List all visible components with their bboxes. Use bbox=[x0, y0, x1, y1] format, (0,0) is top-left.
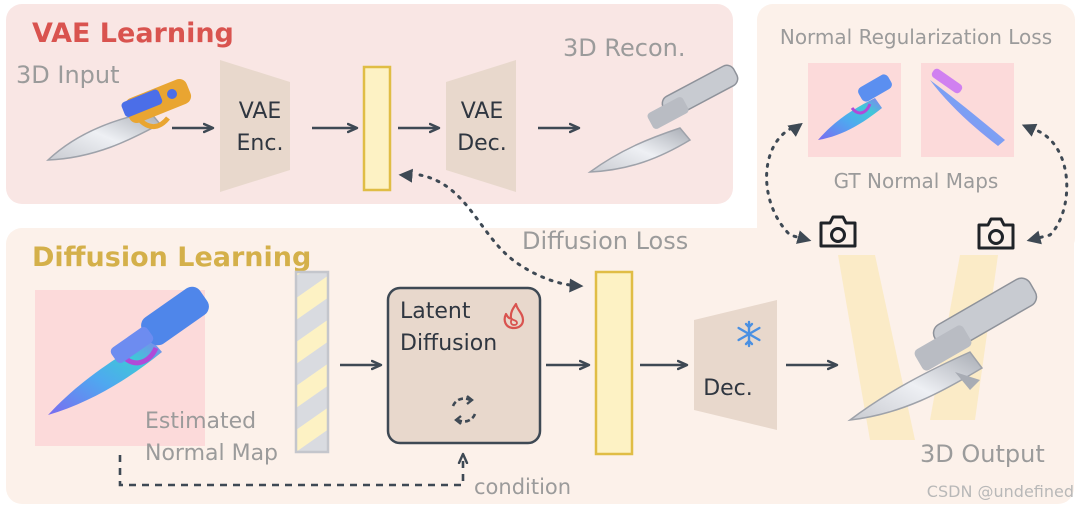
condition-label: condition bbox=[474, 475, 571, 499]
diffusion-decoder-block bbox=[694, 300, 777, 430]
snowflake-icon bbox=[737, 320, 761, 348]
vae-decoder-block bbox=[446, 60, 516, 192]
estimated-label-line1: Estimated bbox=[145, 409, 256, 434]
watermark: CSDN @undefined bbox=[927, 482, 1074, 501]
estimated-label-line2: Normal Map bbox=[145, 441, 278, 466]
diffusion-loss-dotted-link bbox=[418, 173, 584, 293]
output-latent-bar bbox=[594, 270, 634, 456]
diffusion-loss-label: Diffusion Loss bbox=[522, 227, 688, 255]
vae-title: VAE Learning bbox=[32, 18, 234, 49]
vae-encoder-label-line2: Enc. bbox=[237, 131, 284, 156]
recon-knife-image bbox=[587, 64, 739, 173]
latent-diffusion-label-line1: Latent bbox=[400, 299, 471, 324]
vae-decoder-label-line1: VAE bbox=[461, 99, 504, 124]
gt-normal-map-1-image bbox=[818, 74, 892, 140]
vae-encoder-label-line1: VAE bbox=[239, 99, 282, 124]
condition-dashed-path bbox=[118, 455, 463, 487]
dotted-loop-left bbox=[765, 123, 812, 244]
gt-normal-maps-label: GT Normal Maps bbox=[834, 169, 999, 193]
camera-icon-right bbox=[977, 217, 1015, 250]
flame-icon bbox=[503, 302, 525, 330]
dotted-loop-right bbox=[1026, 126, 1069, 245]
diffusion-title: Diffusion Learning bbox=[32, 242, 311, 273]
regularization-title: Normal Regularization Loss bbox=[780, 25, 1052, 49]
estimated-normal-map-image bbox=[48, 286, 209, 415]
latent-diffusion-label-line2: Diffusion bbox=[400, 331, 497, 356]
input-knife-image bbox=[46, 78, 192, 161]
cycle-icon bbox=[451, 395, 477, 425]
recon-label: 3D Recon. bbox=[563, 34, 685, 62]
noisy-latent-bar bbox=[294, 270, 330, 454]
vae-decoder-label-line2: Dec. bbox=[457, 131, 507, 156]
vae-latent-bar bbox=[362, 65, 392, 192]
output-knife-image bbox=[847, 277, 1038, 422]
diffusion-decoder-label: Dec. bbox=[703, 376, 753, 401]
input-label: 3D Input bbox=[16, 61, 120, 89]
camera-icon-left bbox=[819, 215, 857, 248]
latent-diffusion-block bbox=[386, 286, 542, 445]
vae-encoder-block bbox=[220, 60, 290, 192]
gt-normal-map-2-image bbox=[930, 68, 1005, 146]
output-label: 3D Output bbox=[920, 440, 1045, 468]
